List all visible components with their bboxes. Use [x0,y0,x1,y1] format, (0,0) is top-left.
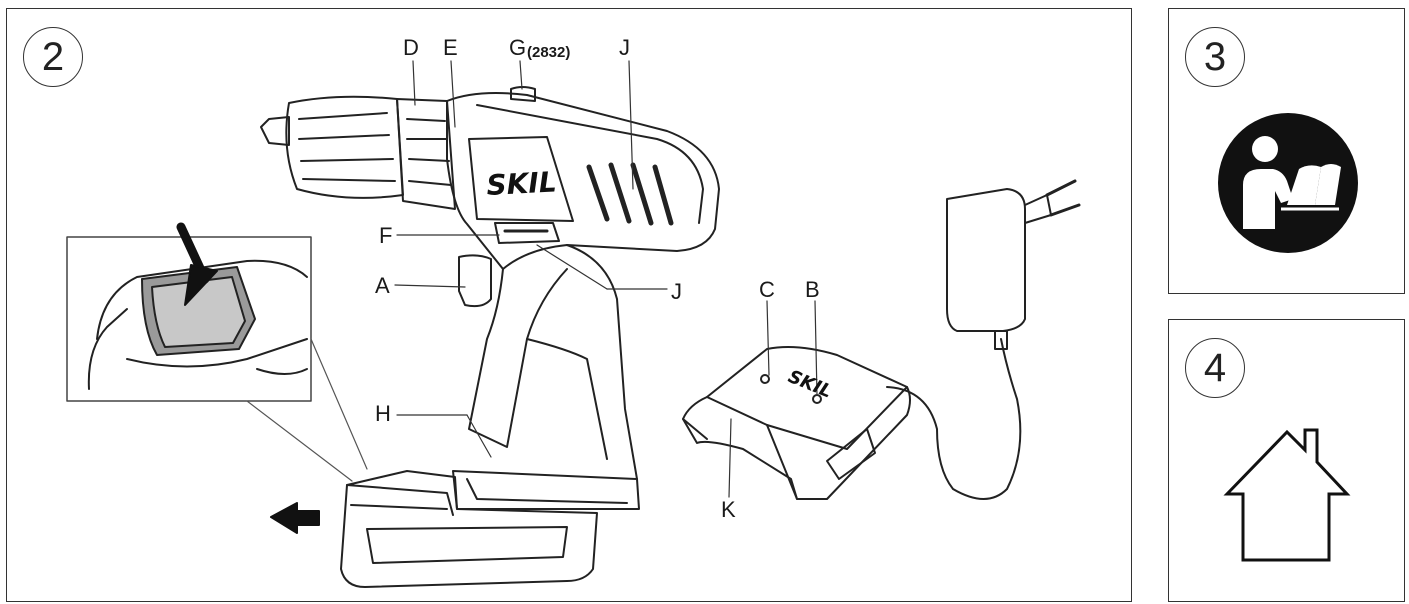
charger-brand-logo: SKIL [785,366,835,402]
panel-number-4: 4 [1185,338,1245,398]
label-c: C [759,277,775,302]
label-f: F [379,223,392,248]
label-g: G [509,35,526,60]
battery-pack [340,470,598,588]
drill-brand-logo: SKIL [486,165,558,202]
figure-panel-4: 4 [1168,319,1405,602]
drill-body [260,86,720,510]
house-icon [1223,428,1351,562]
label-g-model-note: (2832) [527,44,570,61]
drill-diagram: SKIL SKIL D E G (2832) J F J A H C B K [66,35,1081,588]
label-j-top: J [619,35,630,60]
panel-number-2: 2 [23,27,83,87]
label-k: K [721,497,736,522]
battery-release-inset [66,222,368,482]
figure-panel-2: 2 [6,8,1132,602]
charger-base [682,346,911,500]
label-b: B [805,277,820,302]
read-manual-icon [1218,113,1358,253]
figure-panel-3: 3 [1168,8,1405,294]
label-a: A [375,273,390,298]
label-h: H [375,401,391,426]
panel-number-3: 3 [1185,27,1245,87]
label-e: E [443,35,458,60]
label-j-bottom: J [671,279,682,304]
power-adapter [946,179,1081,332]
label-d: D [403,35,419,60]
